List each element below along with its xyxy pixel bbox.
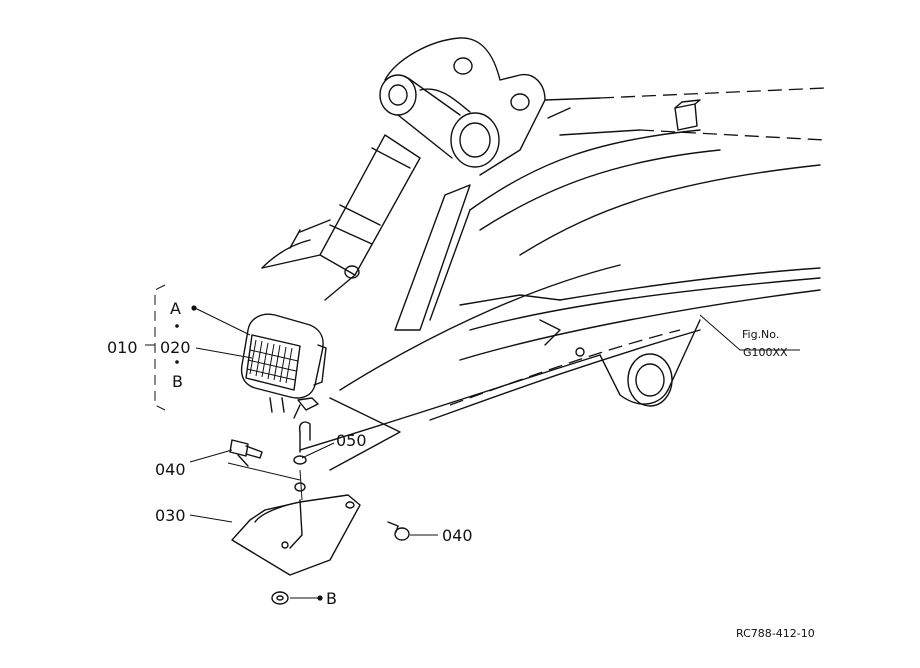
bolt-icon <box>387 521 410 541</box>
part-label-010: 010 <box>107 338 138 357</box>
fig-no-caption: Fig.No. <box>742 328 779 341</box>
bolt-icon <box>229 439 263 467</box>
clip-icon <box>293 421 311 465</box>
leader-lines <box>189 307 800 599</box>
work-light-icon <box>240 313 327 419</box>
boom-assembly-drawing <box>261 37 826 471</box>
ref-label-b-bottom: B <box>326 589 337 608</box>
part-group-bracket <box>154 284 166 411</box>
part-label-040-left: 040 <box>155 460 186 479</box>
ref-label-a: A <box>170 299 181 318</box>
ref-label-b: B <box>172 372 183 391</box>
ref-dot <box>175 324 179 328</box>
ref-dot-b <box>317 595 323 601</box>
nut-icon <box>271 591 289 605</box>
part-label-050: 050 <box>336 431 367 450</box>
part-label-020: 020 <box>160 338 191 357</box>
part-label-040-right: 040 <box>442 526 473 545</box>
ref-dot-a <box>191 305 197 311</box>
fig-no-value: G100XX <box>743 346 788 359</box>
ref-dot <box>175 360 179 364</box>
part-label-030: 030 <box>155 506 186 525</box>
mounting-bracket-icon <box>227 462 361 576</box>
drawing-code: RC788-412-10 <box>736 627 815 640</box>
